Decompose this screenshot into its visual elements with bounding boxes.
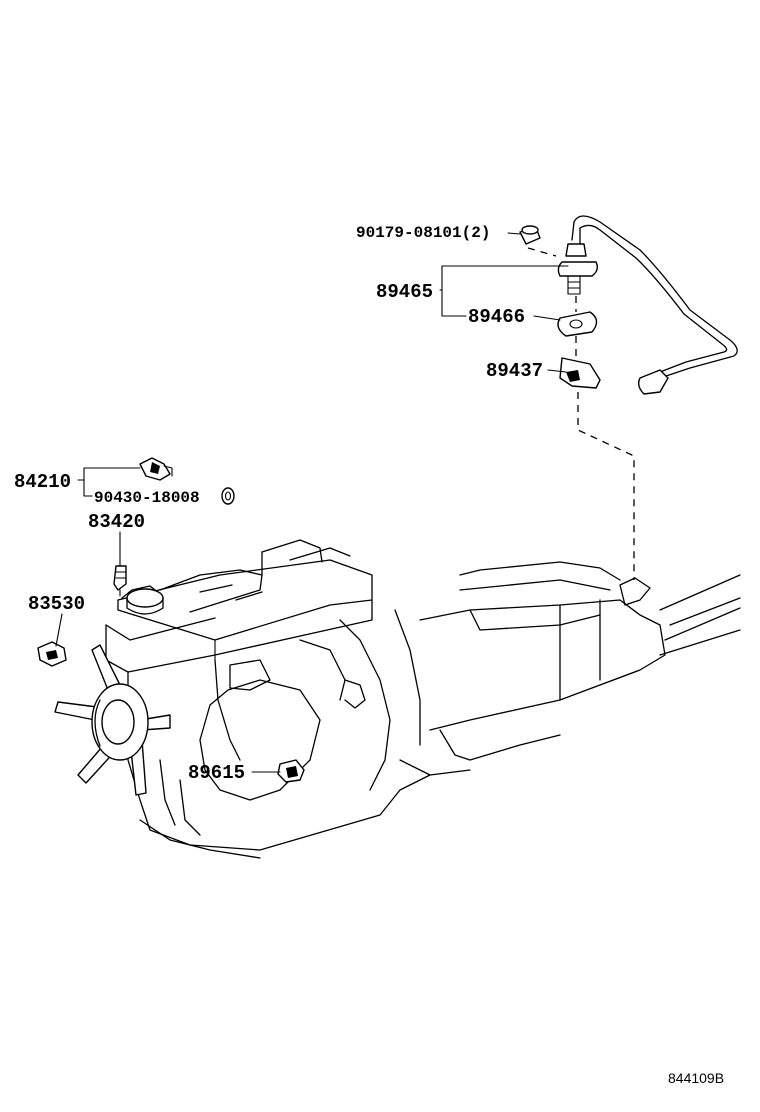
bracket-89437-drawing: [559, 357, 601, 389]
washer-90430-drawing: [221, 487, 235, 505]
illustration-code: 844109B: [668, 1070, 724, 1086]
callout-89466[interactable]: 89466: [468, 306, 525, 328]
sender-83420-drawing: [113, 565, 127, 597]
callout-89465[interactable]: 89465: [376, 281, 433, 303]
callout-90430-18008[interactable]: 90430-18008: [94, 489, 200, 507]
callout-83420[interactable]: 83420: [88, 511, 145, 533]
sensor-89615-drawing: [277, 759, 305, 783]
switch-83530-drawing: [37, 641, 67, 667]
callout-90179-08101[interactable]: 90179-08101(2): [356, 224, 490, 242]
switch-84210-drawing: [139, 457, 173, 481]
leader-lines: [55, 232, 635, 773]
bolt-90179-drawing: [519, 225, 541, 245]
engine-assembly-drawing: [54, 539, 741, 859]
callout-89615[interactable]: 89615: [188, 762, 245, 784]
gasket-89466-drawing: [557, 311, 598, 337]
callout-83530[interactable]: 83530: [28, 593, 85, 615]
callout-89437[interactable]: 89437: [486, 360, 543, 382]
callout-84210[interactable]: 84210: [14, 471, 71, 493]
